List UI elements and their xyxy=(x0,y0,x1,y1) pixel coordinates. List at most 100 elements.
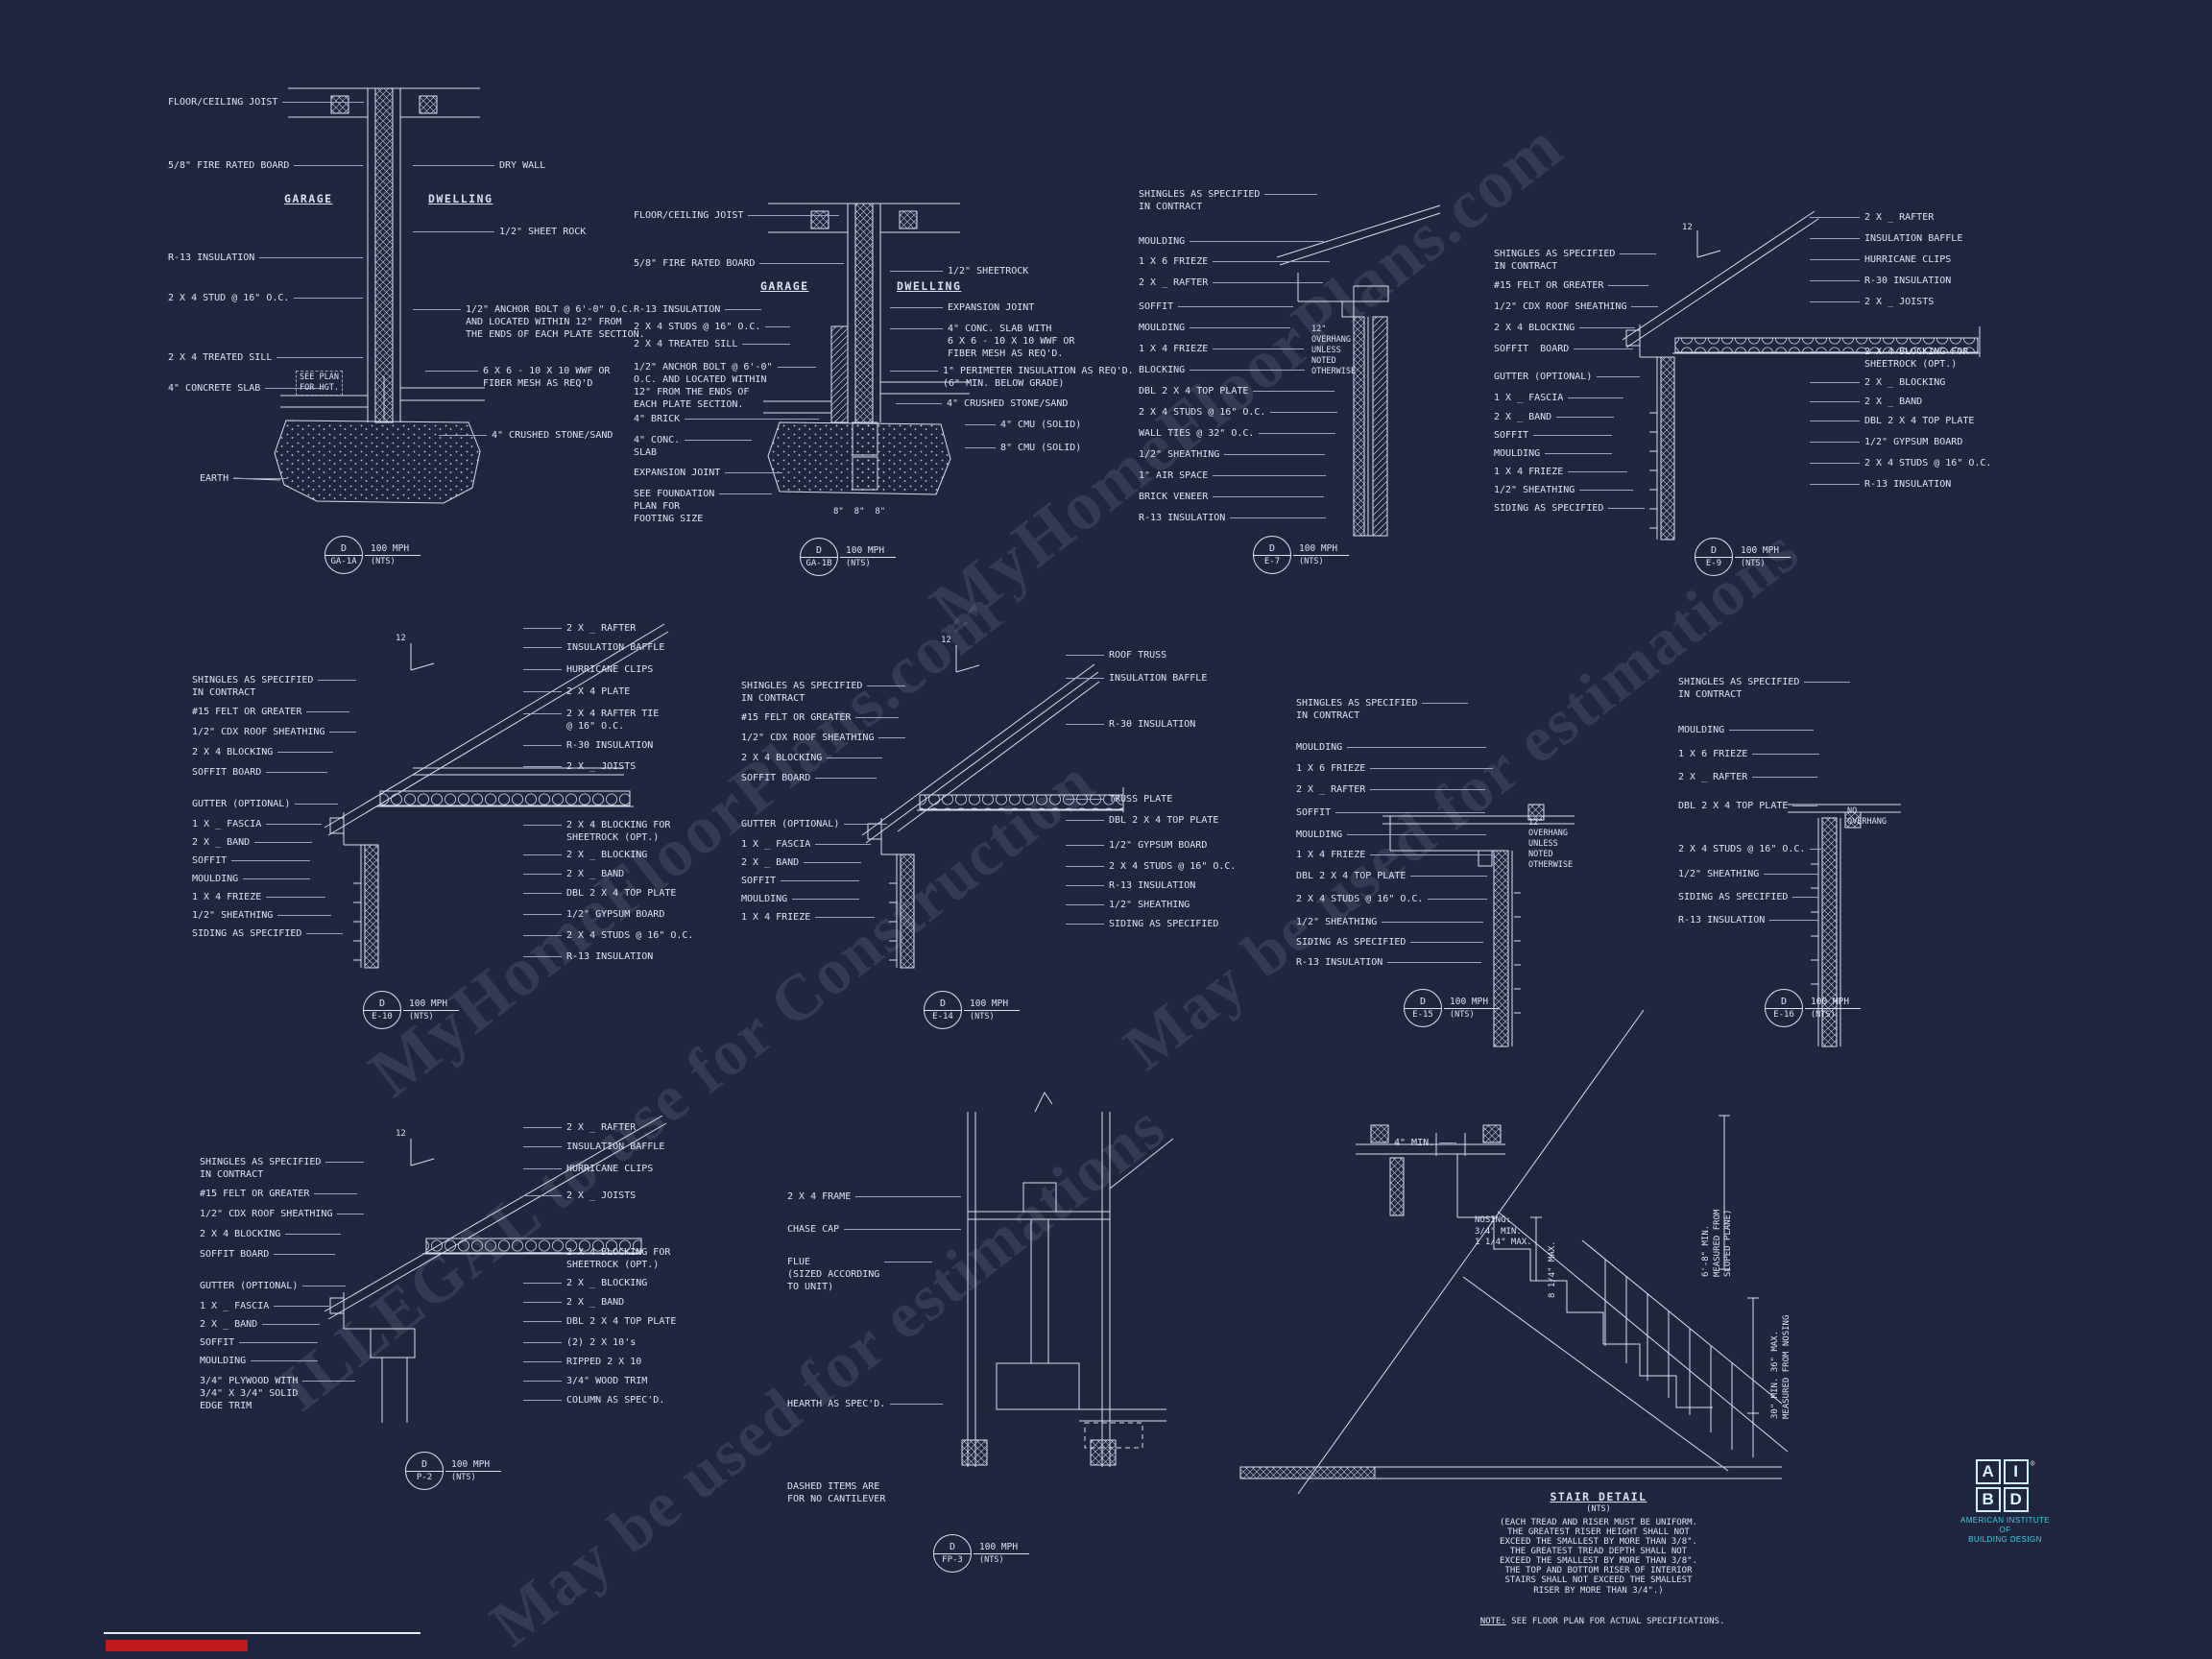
detail-label: 12 xyxy=(396,1129,406,1141)
bubble-rating-block: 100 MPH(NTS) xyxy=(1293,543,1350,567)
detail-label: TRUSS PLATE xyxy=(1061,793,1172,805)
leader-line xyxy=(685,440,753,441)
detail-label-text: SOFFIT xyxy=(200,1337,235,1348)
bubble-detail-id: E-16 xyxy=(1773,1009,1794,1020)
detail-label: R-13 INSULATION xyxy=(634,303,766,316)
detail-label-text: DBL 2 X 4 TOP PLATE xyxy=(1864,416,1975,426)
detail-label-text: DBL 2 X 4 TOP PLATE xyxy=(1139,386,1249,397)
aibd-logo-text: AMERICAN INSTITUTE OF BUILDING DESIGN xyxy=(1960,1516,2050,1544)
leader-line xyxy=(425,371,478,372)
detail-label: 2 X _ RAFTER xyxy=(518,622,636,635)
leader-line xyxy=(1556,417,1615,418)
bubble-rating-block: 100 MPH(NTS) xyxy=(1444,997,1501,1021)
detail-label: INSULATION BAFFLE xyxy=(1061,672,1207,685)
detail-label-text: #15 FELT OR GREATER xyxy=(1494,280,1604,291)
detail-label-text: SHINGLES AS SPECIFIED IN CONTRACT xyxy=(1139,189,1261,212)
detail-label: 1 X 6 FRIEZE xyxy=(1296,762,1498,775)
detail-label: EARTH xyxy=(200,472,292,485)
leader-line xyxy=(1608,285,1649,286)
detail-label-text: 2 X _ BLOCKING xyxy=(566,1278,648,1288)
leader-line xyxy=(1066,820,1104,821)
detail-label-text: 2 X 4 BLOCKING xyxy=(200,1229,281,1239)
detail-label: #15 FELT OR GREATER xyxy=(192,706,354,718)
detail-label-text: CHASE CAP xyxy=(787,1224,840,1235)
leader-line xyxy=(1066,845,1104,846)
detail-label-text: 1 X 4 FRIEZE xyxy=(1296,850,1366,860)
leader-line xyxy=(1439,1142,1457,1143)
leader-line xyxy=(523,1195,562,1196)
leader-line xyxy=(1190,370,1306,371)
stair-detail-title: STAIR DETAIL xyxy=(1550,1490,1647,1503)
detail-label: 12 xyxy=(396,634,406,645)
detail-label-text: 4" CRUSHED STONE/SAND xyxy=(492,430,613,441)
leader-line xyxy=(523,713,562,714)
detail-label-text: MOULDING xyxy=(200,1356,247,1366)
leader-line xyxy=(523,1168,562,1169)
detail-label: HEARTH AS SPEC'D. xyxy=(787,1398,948,1410)
bubble-rating-block: 100 MPH(NTS) xyxy=(964,998,1021,1022)
detail-label-text: NOSING: 3/4" MIN. 1 1/4" MAX. xyxy=(1475,1215,1532,1248)
detail-label-text: DBL 2 X 4 TOP PLATE xyxy=(1678,801,1789,811)
detail-label-text: 2 X 4 STUD @ 16" O.C. xyxy=(168,293,290,303)
leader-line xyxy=(325,1162,365,1163)
detail-label-text: FLOOR/CEILING JOIST xyxy=(634,210,744,221)
detail-label: R-30 INSULATION xyxy=(1805,275,1951,287)
bubble-rating-block: 100 MPH(NTS) xyxy=(1735,545,1791,569)
detail-label-text: COLUMN AS SPEC'D. xyxy=(566,1395,665,1406)
leader-line xyxy=(1428,899,1488,900)
leader-line xyxy=(878,737,906,738)
detail-label: 2 X 4 PLATE xyxy=(518,685,630,698)
leader-line xyxy=(1597,376,1641,377)
detail-label: 8" 8" 8" xyxy=(833,507,885,518)
leader-line xyxy=(1545,453,1613,454)
detail-label: 2 X _ JOISTS xyxy=(1805,296,1934,308)
detail-label-text: MOULDING xyxy=(1139,236,1186,247)
detail-label: GARAGE xyxy=(284,192,333,206)
leader-line xyxy=(523,1302,562,1303)
leader-line xyxy=(1066,799,1104,800)
leader-line xyxy=(855,1196,962,1197)
leader-line xyxy=(1264,194,1318,195)
detail-label: MOULDING xyxy=(741,893,864,905)
detail-label: R-13 INSULATION xyxy=(1678,914,1822,926)
detail-label: 2 X 4 STUD @ 16" O.C. xyxy=(168,292,368,304)
detail-label: R-13 INSULATION xyxy=(1139,512,1331,524)
detail-label: 4" CONC. SLAB WITH 6 X 6 - 10 X 10 WWF O… xyxy=(885,323,1074,360)
detail-label: BRICK VENEER xyxy=(1139,491,1329,503)
leader-line xyxy=(815,844,872,845)
detail-label: 2 X 4 BLOCKING xyxy=(1494,322,1640,334)
leader-line xyxy=(1631,306,1659,307)
detail-label-text: 2 X _ RAFTER xyxy=(1864,212,1935,223)
detail-label-text: 1 X 6 FRIEZE xyxy=(1139,256,1209,267)
detail-label-text: 2 X _ BLOCKING xyxy=(1864,377,1946,388)
detail-label-text: 2 X _ JOISTS xyxy=(566,761,637,772)
detail-label: 2 X _ BAND xyxy=(1805,396,1922,408)
nts-label: (NTS) xyxy=(1299,556,1324,566)
detail-label: 2 X 4 STUDS @ 16" O.C. xyxy=(1139,406,1342,419)
detail-label-text: 12 xyxy=(396,1129,406,1139)
detail-label: 2 X 4 BLOCKING FOR SHEETROCK (OPT.) xyxy=(1805,346,1968,371)
detail-label-text: HURRICANE CLIPS xyxy=(566,1164,654,1174)
detail-label-text: 1/2" CDX ROOF SHEATHING xyxy=(741,733,875,743)
leader-line xyxy=(1752,754,1820,755)
bubble-rating-block: 100 MPH(NTS) xyxy=(840,545,897,569)
detail-label-text: MOULDING xyxy=(1296,742,1343,753)
detail-label: 1/2" CDX ROOF SHEATHING xyxy=(200,1208,369,1220)
detail-label: SEE FOUNDATION PLAN FOR FOOTING SIZE xyxy=(634,488,777,525)
bubble-prefix: D xyxy=(925,992,961,1011)
detail-label: 1/2" SHEATHING xyxy=(1678,868,1822,880)
detail-label-text: 4" BRICK xyxy=(634,414,681,424)
detail-label-text: 1 X 6 FRIEZE xyxy=(1296,763,1366,774)
detail-label-text: #15 FELT OR GREATER xyxy=(192,707,302,717)
detail-label-text: 2 X _ BAND xyxy=(1494,412,1552,422)
detail-label-text: GUTTER (OPTIONAL) xyxy=(200,1281,299,1291)
leader-line xyxy=(1066,924,1104,925)
detail-label-text: 4" CONCRETE SLAB xyxy=(168,383,261,394)
nts-label: (NTS) xyxy=(371,556,396,566)
leader-line xyxy=(965,424,996,425)
leader-line xyxy=(413,165,494,166)
detail-label-text: 1/2" SHEATHING xyxy=(1296,917,1378,927)
detail-label-text: R-13 INSULATION xyxy=(1109,880,1196,891)
detail-label: 1/2" SHEATHING xyxy=(192,909,336,922)
detail-label: NOSING: 3/4" MIN. 1 1/4" MAX. xyxy=(1475,1215,1532,1249)
